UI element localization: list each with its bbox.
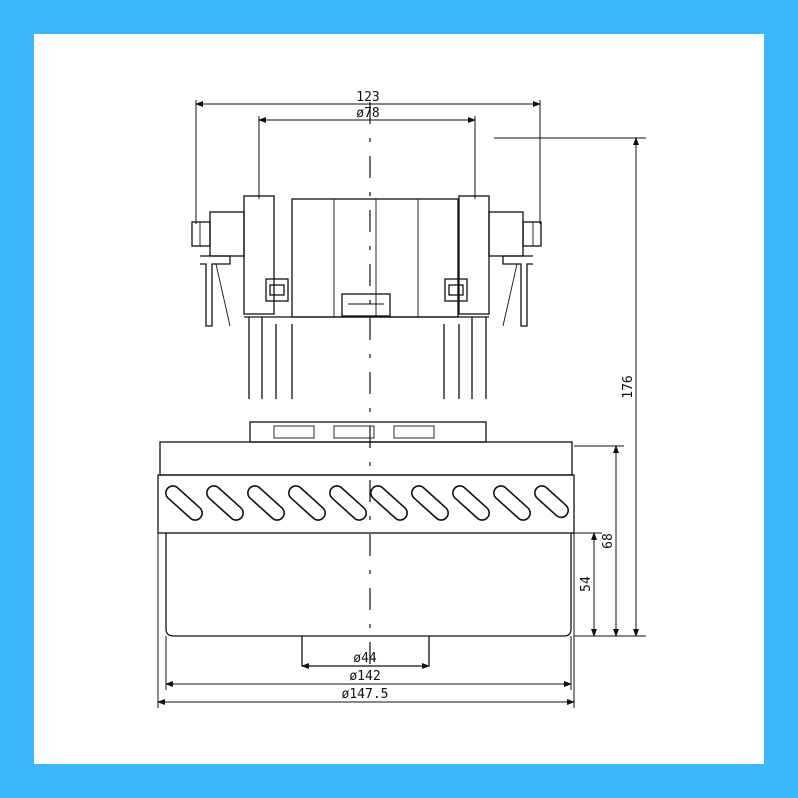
terminal-left xyxy=(209,211,245,257)
housing-cap xyxy=(159,441,573,476)
dim-skirt-height: 54 xyxy=(579,576,594,592)
dim-total-height: 176 xyxy=(621,375,636,398)
vent-slots xyxy=(165,485,569,521)
fan-housing xyxy=(157,441,575,667)
dim-housing-height: 68 xyxy=(601,533,616,549)
brush-holder-right xyxy=(458,195,490,315)
bearing-flange xyxy=(249,421,487,443)
drawing-frame: 123 ø78 176 68 54 ø44 ø142 ø147.5 xyxy=(34,34,764,764)
motor-head xyxy=(191,195,542,443)
dim-max-diameter: ø147.5 xyxy=(342,687,389,702)
hub xyxy=(341,293,391,317)
dim-top-diameter: ø78 xyxy=(356,106,379,121)
dim-outlet-diameter: ø44 xyxy=(353,651,377,666)
dimensions: 123 ø78 176 68 54 ø44 ø142 ø147.5 xyxy=(157,90,646,708)
slot-band xyxy=(157,474,575,534)
dim-overall-width: 123 xyxy=(356,90,379,105)
dim-housing-diameter: ø142 xyxy=(349,669,380,684)
motor-technical-drawing: 123 ø78 176 68 54 ø44 ø142 ø147.5 xyxy=(157,90,646,708)
head-body xyxy=(291,198,459,318)
brush-holder-left xyxy=(243,195,275,315)
terminal-right xyxy=(488,211,524,257)
housing-skirt xyxy=(165,533,572,637)
